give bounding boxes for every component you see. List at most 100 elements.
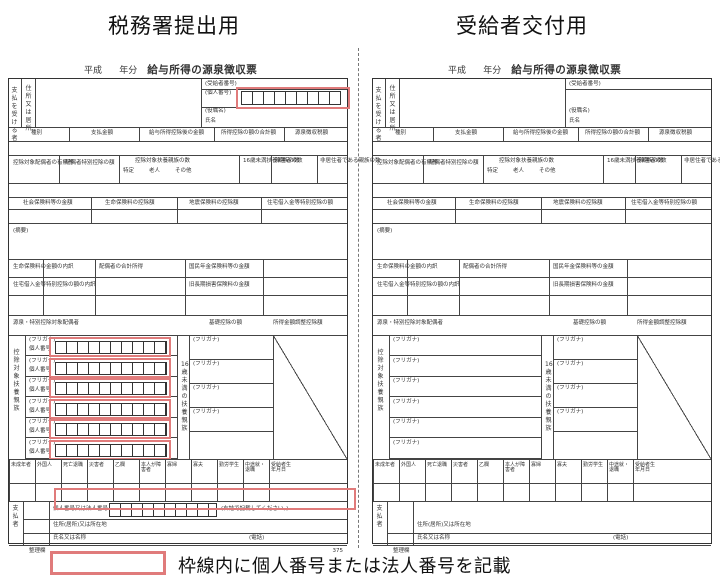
dependent-number-highlight [49,357,171,378]
bottom-check-label: 外国人 [37,462,53,468]
dependent-number-cells[interactable] [55,423,167,437]
payer-address-label: 住所(居所)又は所在地 [53,522,107,528]
dependent-number-highlight [49,378,171,399]
row3-life: 生命保険料の控除額 [469,200,519,206]
row3-earthquake: 地震保険料の控除額 [553,200,603,206]
legend-text: 枠線内に個人番号または法人番号を記載 [178,556,511,577]
dependent-number-highlight [49,337,171,357]
dependent-number-cells[interactable] [55,402,167,416]
row1-payment: 支払金額 [91,130,114,136]
payer-phone-label: (電話) [249,535,265,541]
role-label: (役職名) [205,108,226,114]
diagonal-strike [273,335,347,459]
bottom-check-label: 寡夫 [557,462,568,468]
payer-number-cells[interactable] [109,503,217,517]
row1-payment: 支払金額 [455,130,478,136]
form-title: 平成 年分給与所得の源泉徴収票 [84,64,258,76]
row1-after-deduction: 給与所得控除後の金額 [513,130,569,136]
under16-label: 16歳未満の扶養親族 [545,361,553,432]
under16-furigana: (フリガナ) [193,361,220,367]
under16-furigana: (フリガナ) [557,385,584,391]
row2-spouse: 控除対象配偶者の有無等 [13,160,74,166]
row2-sub-specific: 特定 [487,168,499,174]
recipient-number-label: (受給者番号) [205,81,237,87]
row2-dependents: 控除対象扶養親族の数 [499,158,555,164]
detail-old-insurance: 旧長期損害保険料の金額 [189,282,250,288]
dependent-furigana: (フリガナ) [393,398,420,405]
detail-housing-breakdown: 住宅借入金等特別控除の額の内訳 [377,282,460,288]
form-title: 平成 年分給与所得の源泉徴収票 [448,64,622,76]
dependent-furigana: (フリガナ) [29,378,56,385]
row1-withholding: 源泉徴収税額 [659,130,693,136]
row2-nonresident: 非居住者である親族の数 [684,158,720,164]
detail-housing-breakdown: 住宅借入金等特別控除の額の内訳 [13,282,96,288]
detail-pension: 国民年金保険料等の金額 [189,264,250,270]
summary-label: (摘要) [13,228,29,234]
detail-spouse-income: 配偶者の合計所得 [463,264,508,270]
recipient-copy-heading: 受給者交付用 [456,14,588,38]
row1-total-deduction: 所得控除の額の合計額 [585,130,641,136]
bottom-check-label: 未成年者 [11,462,32,468]
under16-furigana: (フリガナ) [557,361,584,367]
payer-number-highlight [54,488,356,510]
cut-line [358,48,359,548]
recipient-number-label: (受給者番号) [569,81,601,87]
organizer-label: 整理欄 [393,548,410,554]
under16-furigana: (フリガナ) [193,385,220,391]
role-label: (役職名) [569,108,590,114]
row2-disabled: 障害者の数 [639,158,667,164]
dependent-number-label: 個人番号 [29,428,52,435]
row2-spouse-special: 配偶者特別控除の額 [429,160,479,166]
under16-furigana: (フリガナ) [557,409,584,415]
dependent-furigana: (フリガナ) [29,398,56,405]
recipient-label: 支払を受ける者 [375,87,382,142]
dependent-furigana: (フリガナ) [29,440,56,446]
row2-sub-elderly: 老人 [149,168,161,174]
row1-type: 種別 [395,130,407,136]
diagonal-strike [637,335,711,459]
detail-adjustment: 所得金額調整控除額 [637,320,687,326]
row1-type: 種別 [31,130,43,136]
detail-base-deduction: 基礎控除の額 [573,320,607,326]
bottom-check-label: 未成年者 [375,462,396,468]
dependent-number-highlight [49,419,171,440]
office-copy-heading: 税務署提出用 [108,14,240,38]
dependent-number-cells[interactable] [55,341,167,354]
form-sheet: 支払を受ける者 住所又は居所 (受給者番号) (個人番号) (役職名) 氏名 種… [8,78,380,554]
payer-name-label: 氏名又は名称 [53,535,87,541]
dependent-number-cells[interactable] [55,444,167,457]
dependent-number-highlight [49,440,171,460]
dependent-furigana: (フリガナ) [393,419,420,426]
detail-spouse: 源泉・特別控除対象配偶者 [377,320,444,326]
personal-number-highlight [236,87,350,109]
detail-spouse-income: 配偶者の合計所得 [99,264,144,270]
bottom-check-label: 死亡退職 [63,462,84,468]
dependent-number-cells[interactable] [55,382,167,396]
payer-address-label: 住所(居所)又は所在地 [417,522,471,528]
bottom-check-label: 受給者生年月日 [635,462,656,473]
detail-adjustment: 所得金額調整控除額 [273,320,323,326]
bottom-check-label: 中途就・退職 [609,462,630,473]
bottom-check-label: 寡夫 [193,462,204,468]
recipient-label: 支払を受ける者 [11,87,18,142]
bottom-check-label: 外国人 [401,462,417,468]
row2-sub-other: その他 [539,168,556,174]
row2-disabled: 障害者の数 [275,158,303,164]
dependent-number-label: 個人番号 [29,346,52,352]
bottom-check-label: 本人が障害者 [141,462,162,473]
payer-name-label: 氏名又は名称 [417,535,451,541]
bottom-check-label: 寡婦 [531,462,542,468]
bottom-check-label: 勤労学生 [583,462,604,468]
row1-after-deduction: 給与所得控除後の金額 [149,130,205,136]
address-label: 住所又は居所 [389,85,396,132]
personal-number-cells[interactable] [241,91,341,105]
row2-sub-specific: 特定 [123,168,135,174]
bottom-check-label: 寡婦 [167,462,178,468]
dependent-number-highlight [49,398,171,419]
dependent-number-cells[interactable] [55,361,167,375]
dependents-label: 控除対象扶養親族 [13,349,20,412]
bottom-check-label: 乙欄 [479,462,490,468]
under16-label: 16歳未満の扶養親族 [181,361,189,432]
detail-spouse: 源泉・特別控除対象配偶者 [13,320,80,326]
dependent-furigana: (フリガナ) [393,357,420,364]
